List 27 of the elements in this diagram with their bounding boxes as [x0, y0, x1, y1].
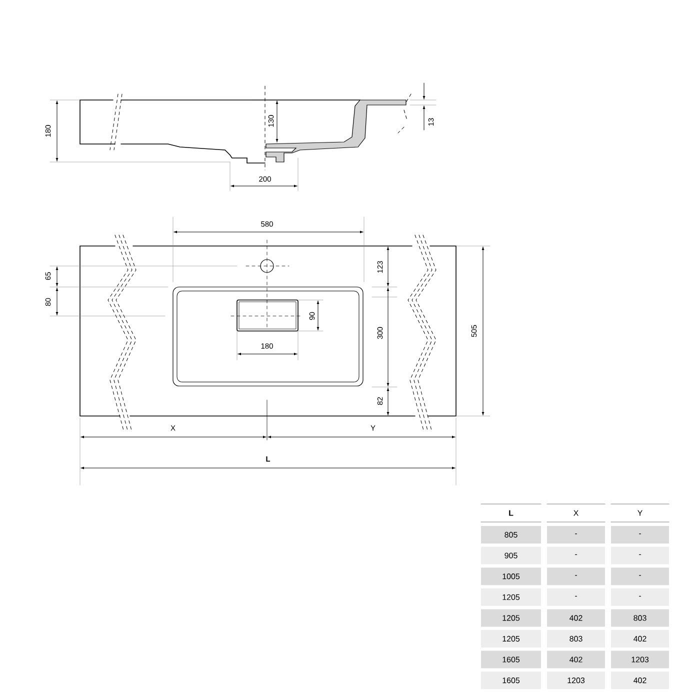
table-cell: 1005 — [481, 568, 541, 586]
table-cell: 1203 — [611, 650, 669, 668]
table-cell: 803 — [547, 630, 605, 648]
table-cell: 1205 — [481, 588, 541, 606]
table-cell: 1605 — [481, 650, 541, 668]
table-cell: 402 — [611, 630, 669, 648]
column-header: X — [546, 504, 606, 522]
table-cell: - — [547, 526, 605, 544]
table-cell: - — [547, 568, 605, 586]
table-cell: 402 — [611, 672, 669, 690]
table-cell: - — [611, 588, 669, 606]
table-cell: - — [611, 546, 669, 564]
table-cell: 1203 — [547, 672, 605, 690]
table-cell: - — [611, 568, 669, 586]
table-cell: - — [547, 546, 605, 564]
table-cell: 1205 — [481, 630, 541, 648]
table-cell: - — [547, 588, 605, 606]
column-header: L — [480, 504, 542, 522]
table-cell: 402 — [547, 609, 605, 627]
table-cell: 1605 — [481, 672, 541, 690]
table-cell: 402 — [547, 650, 605, 668]
column-header: Y — [610, 504, 670, 522]
table-cell: 905 — [481, 546, 541, 564]
table-cell: 803 — [611, 609, 669, 627]
table-cell: 805 — [481, 526, 541, 544]
table-cell: 1205 — [481, 609, 541, 627]
table-cell: - — [611, 526, 669, 544]
